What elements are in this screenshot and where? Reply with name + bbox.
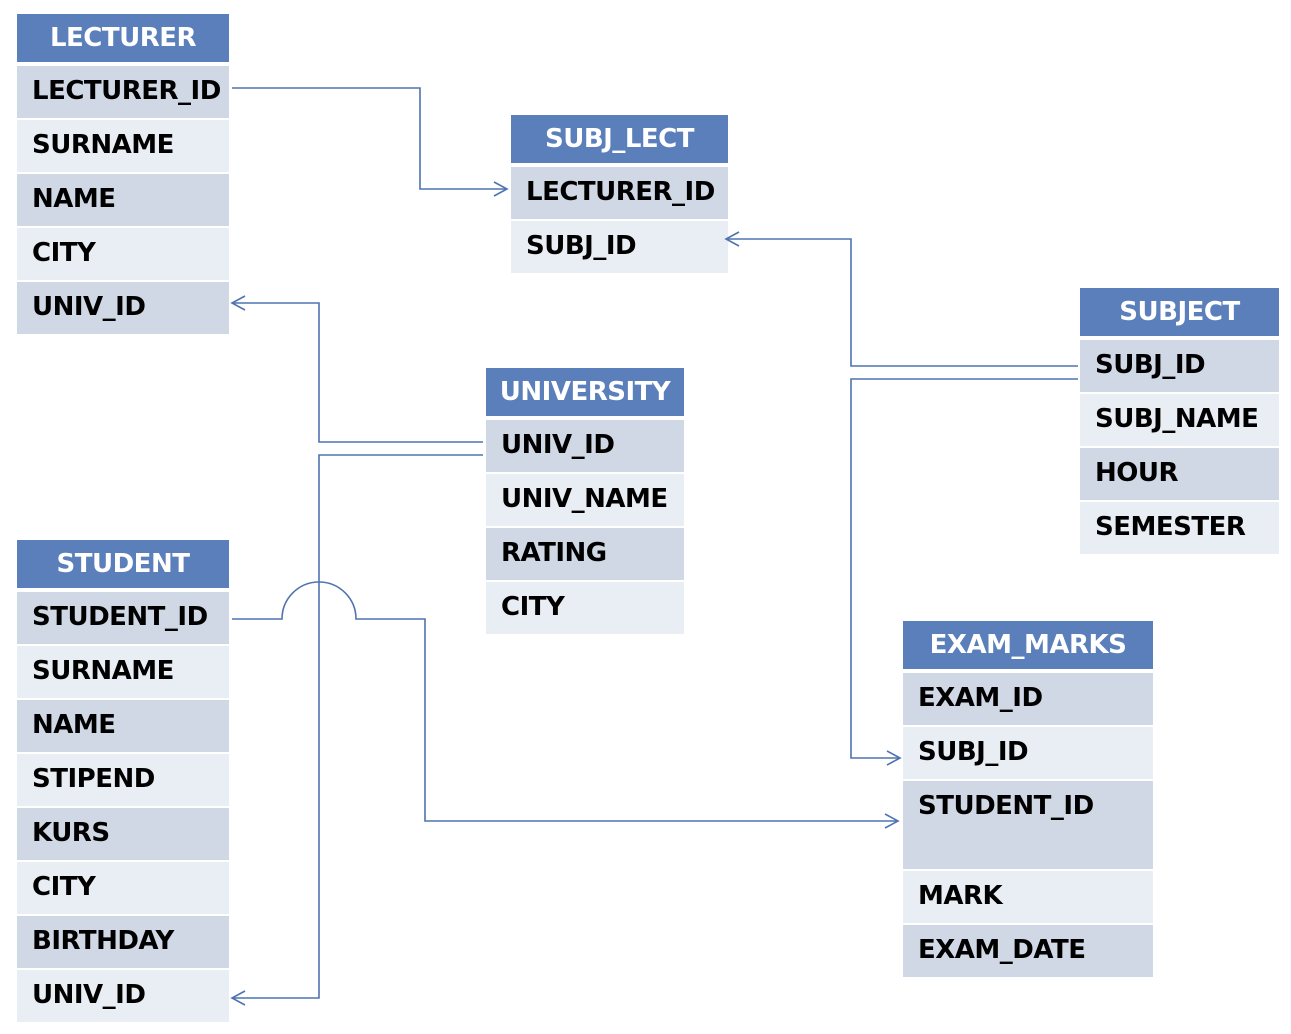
field-student-surname: SURNAME <box>17 646 229 698</box>
arrowhead-student-univ-id <box>230 990 246 1006</box>
arrowhead-exam-marks-subj-id <box>886 750 902 766</box>
connector-university-to-student <box>232 454 483 999</box>
field-exam-marks-exam-id: EXAM_ID <box>903 673 1153 725</box>
field-student-stipend: STIPEND <box>17 754 229 806</box>
field-label: SURNAME <box>32 130 174 160</box>
field-label: UNIV_ID <box>501 430 615 460</box>
field-subject-subj-name: SUBJ_NAME <box>1080 394 1279 446</box>
arrowhead-exam-marks-student-id <box>884 813 900 829</box>
field-university-univ-id: UNIV_ID <box>486 420 684 472</box>
field-lecturer-univ-id: UNIV_ID <box>17 282 229 334</box>
field-university-univ-name: UNIV_NAME <box>486 474 684 526</box>
field-label: LECTURER_ID <box>526 177 715 207</box>
field-subject-hour: HOUR <box>1080 448 1279 500</box>
entity-header-university: UNIVERSITY <box>486 368 684 416</box>
field-student-name: NAME <box>17 700 229 752</box>
field-label: UNIV_ID <box>32 980 146 1010</box>
field-label: SURNAME <box>32 656 174 686</box>
field-university-city: CITY <box>486 582 684 634</box>
field-label: STUDENT_ID <box>32 602 208 632</box>
entity-header-lecturer: LECTURER <box>17 14 229 62</box>
field-university-rating: RATING <box>486 528 684 580</box>
field-exam-marks-student-id: STUDENT_ID <box>903 781 1153 869</box>
connector-university-to-lecturer <box>232 302 483 443</box>
field-lecturer-surname: SURNAME <box>17 120 229 172</box>
entity-header-subject: SUBJECT <box>1080 288 1279 336</box>
field-label: MARK <box>918 881 1003 911</box>
arrowhead-lecturer-univ-id <box>230 295 246 311</box>
field-label: SEMESTER <box>1095 512 1246 542</box>
field-label: LECTURER_ID <box>32 76 221 106</box>
field-label: SUBJ_NAME <box>1095 404 1259 434</box>
entity-exam-marks: EXAM_MARKS EXAM_ID SUBJ_ID STUDENT_ID MA… <box>903 621 1153 979</box>
entity-university: UNIVERSITY UNIV_ID UNIV_NAME RATING CITY <box>486 368 684 636</box>
field-student-birthday: BIRTHDAY <box>17 916 229 968</box>
entity-header-exam-marks: EXAM_MARKS <box>903 621 1153 669</box>
field-label: SUBJ_ID <box>526 231 637 261</box>
field-subj-lect-subj-id: SUBJ_ID <box>511 221 728 273</box>
arrowhead-subj-lect-subj-id <box>724 231 740 247</box>
field-label: SUBJ_ID <box>918 737 1029 767</box>
field-label: KURS <box>32 818 110 848</box>
field-label: RATING <box>501 538 607 568</box>
entity-header-student: STUDENT <box>17 540 229 588</box>
field-label: EXAM_DATE <box>918 935 1086 965</box>
connector-subject-to-subj-lect <box>726 238 1078 367</box>
entity-header-subj-lect: SUBJ_LECT <box>511 115 728 163</box>
field-label: STIPEND <box>32 764 155 794</box>
field-label: UNIV_ID <box>32 292 146 322</box>
field-label: CITY <box>32 238 96 268</box>
field-lecturer-id: LECTURER_ID <box>17 66 229 118</box>
field-subject-semester: SEMESTER <box>1080 502 1279 554</box>
field-label: NAME <box>32 710 116 740</box>
arrowhead-subj-lect-lecturer-id <box>493 181 509 197</box>
connector-lecturer-to-subj-lect <box>232 87 506 190</box>
field-exam-marks-subj-id: SUBJ_ID <box>903 727 1153 779</box>
entity-student: STUDENT STUDENT_ID SURNAME NAME STIPEND … <box>17 540 229 1024</box>
connector-subject-to-exam-marks <box>850 378 1078 759</box>
field-subject-subj-id: SUBJ_ID <box>1080 340 1279 392</box>
field-label: SUBJ_ID <box>1095 350 1206 380</box>
field-subj-lect-lecturer-id: LECTURER_ID <box>511 167 728 219</box>
field-student-student-id: STUDENT_ID <box>17 592 229 644</box>
field-label: UNIV_NAME <box>501 484 668 514</box>
field-student-univ-id: UNIV_ID <box>17 970 229 1022</box>
field-student-kurs: KURS <box>17 808 229 860</box>
entity-subj-lect: SUBJ_LECT LECTURER_ID SUBJ_ID <box>511 115 728 275</box>
field-lecturer-city: CITY <box>17 228 229 280</box>
field-label: BIRTHDAY <box>32 926 174 956</box>
field-label: NAME <box>32 184 116 214</box>
field-exam-marks-mark: MARK <box>903 871 1153 923</box>
field-exam-marks-exam-date: EXAM_DATE <box>903 925 1153 977</box>
entity-lecturer: LECTURER LECTURER_ID SURNAME NAME CITY U… <box>17 14 229 336</box>
field-label: EXAM_ID <box>918 683 1043 713</box>
field-label: CITY <box>501 592 565 622</box>
field-label: CITY <box>32 872 96 902</box>
field-label: HOUR <box>1095 458 1179 488</box>
connector-student-to-exam-marks <box>232 581 897 822</box>
field-label: STUDENT_ID <box>918 791 1094 821</box>
field-student-city: CITY <box>17 862 229 914</box>
field-lecturer-name: NAME <box>17 174 229 226</box>
entity-subject: SUBJECT SUBJ_ID SUBJ_NAME HOUR SEMESTER <box>1080 288 1279 556</box>
